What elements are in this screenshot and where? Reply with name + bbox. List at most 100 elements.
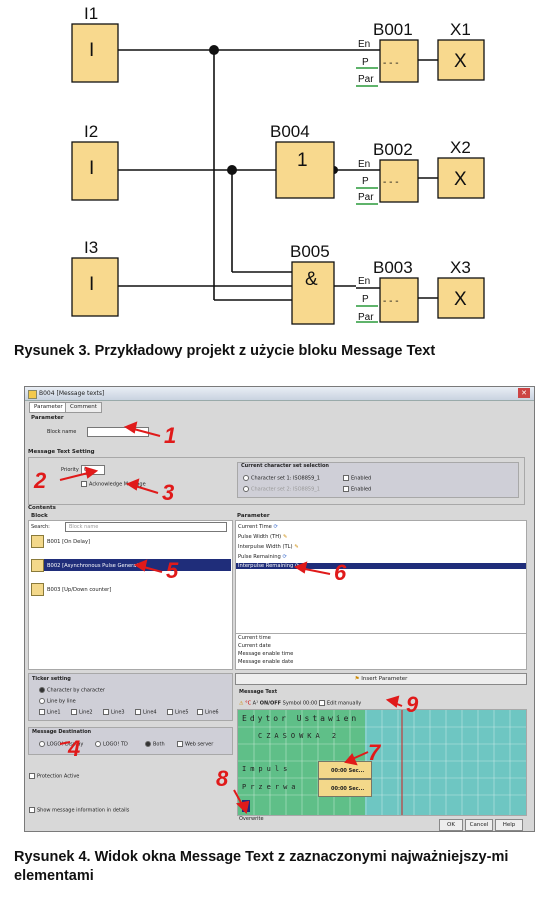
logic-block-b004: 1 B004 <box>270 122 335 199</box>
time-button[interactable]: 00:00 <box>302 700 318 707</box>
input-block-i3: I I3 <box>71 238 119 317</box>
search-input[interactable]: Block name <box>65 522 227 532</box>
junction-dot <box>227 165 237 175</box>
input-block-i2: I I2 <box>71 122 119 201</box>
annotation-9: 9 <box>406 692 419 717</box>
grid-line-4: Przerwa <box>242 783 300 791</box>
title-bar: B004 [Message texts] ✕ <box>25 387 534 401</box>
parameter-list-title: Parameter <box>237 513 270 519</box>
app-icon <box>28 390 37 399</box>
charset1-radio[interactable]: Character set 1: ISO8859_1 <box>243 475 320 482</box>
message-grid[interactable]: Edytor Ustawien CZASOWKA 2 Impuls Przerw… <box>237 709 527 816</box>
param-field-1[interactable]: 00:00 Sec... <box>318 761 372 779</box>
show-details-checkbox[interactable]: Show message information in details <box>29 807 129 814</box>
ok-button[interactable]: OK <box>439 819 463 831</box>
svg-text:P: P <box>362 57 369 68</box>
contents-title: Contents <box>28 505 56 511</box>
grid-line-3: Impuls <box>242 765 292 773</box>
ticker-title: Ticker setting <box>32 676 71 682</box>
svg-text:Par: Par <box>358 312 374 323</box>
svg-text:P: P <box>362 294 369 305</box>
svg-text:- - -: - - - <box>383 296 399 307</box>
cancel-button[interactable]: Cancel <box>465 819 493 831</box>
destination-web-radio[interactable]: Web server <box>177 741 213 748</box>
insert-parameter-button[interactable]: ⚑ Insert Parameter <box>235 673 527 685</box>
block-list: Search: Block name B001 [On Delay] B002 … <box>28 520 233 670</box>
line4-checkbox[interactable]: Line4 <box>135 709 157 716</box>
list-item[interactable]: Pulse Remaining ⟳ <box>238 554 287 560</box>
priority-label: Priority <box>61 467 79 473</box>
list-item[interactable]: B003 [Up/Down counter] <box>31 583 231 596</box>
search-label: Search: <box>31 524 50 530</box>
svg-text:X2: X2 <box>450 138 471 157</box>
svg-text:X: X <box>454 169 467 190</box>
svg-text:- - -: - - - <box>383 58 399 69</box>
protection-checkbox[interactable]: Protection Active <box>29 773 79 780</box>
list-item[interactable]: Current time <box>238 635 271 641</box>
ticker-char-radio[interactable]: Character by character <box>39 687 105 694</box>
acknowledge-checkbox[interactable]: Acknowledge Message <box>81 481 146 488</box>
line3-checkbox[interactable]: Line3 <box>103 709 125 716</box>
line1-checkbox[interactable]: Line1 <box>39 709 61 716</box>
list-item[interactable]: Current Time ⟳ <box>238 524 278 530</box>
analog-button[interactable]: A¹ <box>252 700 259 707</box>
onoff-button[interactable]: ON/OFF <box>259 700 282 707</box>
svg-text:X1: X1 <box>450 20 471 39</box>
help-button[interactable]: Help <box>495 819 523 831</box>
annotation-4: 4 <box>68 736 81 761</box>
annotation-7: 7 <box>368 740 381 765</box>
block-icon <box>31 583 44 596</box>
list-item[interactable]: Current date <box>238 643 271 649</box>
svg-text:En: En <box>358 276 370 287</box>
destination-display-radio[interactable]: LOGO! Display <box>39 741 83 748</box>
overwrite-label: Overwrite <box>239 816 264 822</box>
line2-checkbox[interactable]: Line2 <box>71 709 93 716</box>
block-name-label: Block name <box>47 429 77 435</box>
figure-3-caption: Rysunek 3. Przykładowy projekt z użycie … <box>14 343 436 359</box>
svg-text:I: I <box>89 274 94 295</box>
annotation-2: 2 <box>34 468 47 493</box>
svg-text:P: P <box>362 176 369 187</box>
junction-dot <box>209 45 219 55</box>
svg-text:I3: I3 <box>84 238 98 257</box>
svg-text:X: X <box>454 289 467 310</box>
ticker-line-radio[interactable]: Line by line <box>39 698 76 705</box>
charset2-enabled[interactable]: Enabled <box>343 486 371 493</box>
list-item[interactable]: Interpulse Width (TL) ✎ <box>238 544 299 550</box>
svg-text:X: X <box>454 51 467 72</box>
figure-4-caption: Rysunek 4. Widok okna Message Text z zaz… <box>14 849 509 884</box>
charset-title: Current character set selection <box>241 463 329 469</box>
destination-both-radio[interactable]: Both <box>145 741 165 748</box>
temperature-button[interactable]: °C <box>245 700 252 707</box>
message-text-setting-panel <box>28 457 525 505</box>
edit-manually-checkbox[interactable]: Edit manually <box>326 700 362 707</box>
list-item[interactable]: B001 [On Delay] <box>31 535 231 548</box>
list-item[interactable]: Message enable time <box>238 651 294 657</box>
param-field-2[interactable]: 00:00 Sec... <box>318 779 372 797</box>
destination-panel <box>28 727 233 755</box>
destination-td-radio[interactable]: LOGO! TD <box>95 741 128 748</box>
svg-text:B005: B005 <box>290 242 330 261</box>
annotation-3: 3 <box>162 480 175 505</box>
list-item[interactable]: Message enable date <box>238 659 294 665</box>
output-block-x1: X X1 <box>437 20 485 81</box>
message-block-b002: - - - B002 En P Par <box>356 140 419 205</box>
parameter-section-title: Parameter <box>31 415 64 421</box>
message-text-title: Message Text <box>239 689 278 695</box>
charset2-radio[interactable]: Character set 2: ISO8859_1 <box>243 486 320 493</box>
annotation-8: 8 <box>216 766 229 791</box>
svg-text:B004: B004 <box>270 122 310 141</box>
list-item[interactable]: Pulse Width (TH) ✎ <box>238 534 288 540</box>
svg-text:Par: Par <box>358 74 374 85</box>
svg-text:B001: B001 <box>373 20 413 39</box>
annotation-6: 6 <box>334 560 347 585</box>
charset1-enabled[interactable]: Enabled <box>343 475 371 482</box>
line6-checkbox[interactable]: Line6 <box>197 709 219 716</box>
destination-title: Message Destination <box>32 729 92 735</box>
close-icon[interactable]: ✕ <box>518 388 530 398</box>
list-item-selected[interactable]: B002 [Asynchronous Pulse Generator] <box>31 559 231 572</box>
tab-comment[interactable]: Comment <box>65 402 102 413</box>
warning-icon[interactable]: ⚠ <box>239 700 244 707</box>
symbol-button[interactable]: Symbol <box>282 700 302 707</box>
line5-checkbox[interactable]: Line5 <box>167 709 189 716</box>
